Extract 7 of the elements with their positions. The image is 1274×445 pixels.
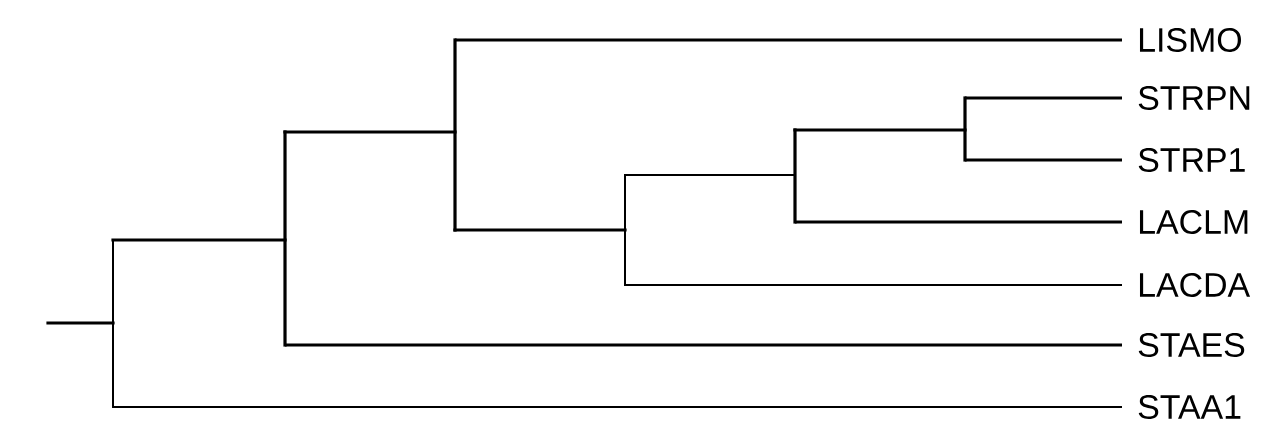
leaf-label: STAES	[1138, 333, 1245, 357]
leaf-label: LISMO	[1140, 28, 1241, 52]
leaf-label: STAA1	[1138, 395, 1241, 419]
leaf-label: LACLM	[1140, 210, 1248, 234]
leaf-label: STRPN	[1138, 86, 1250, 110]
leaf-label: STRP1	[1138, 148, 1245, 172]
leaf-label: LACDA	[1140, 273, 1251, 297]
